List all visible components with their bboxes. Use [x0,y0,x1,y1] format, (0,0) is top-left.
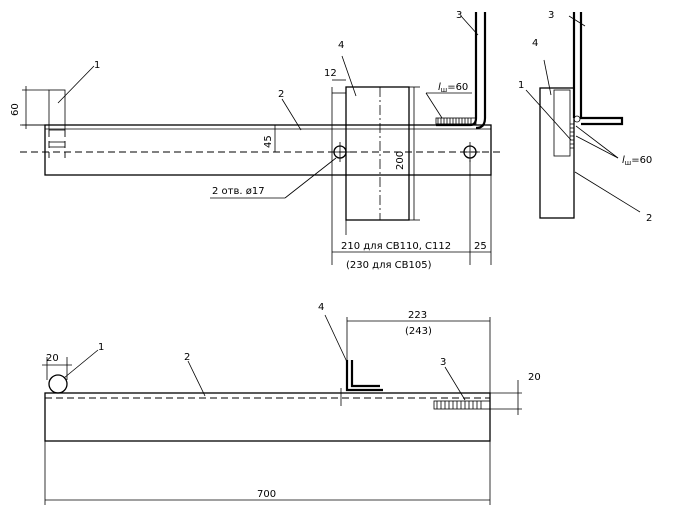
callout-3-top: 3 [456,10,462,21]
callout-4-side: 4 [532,38,538,49]
weld-l-top: l [438,82,441,93]
dim-700: 700 [257,489,276,500]
dim-20-left: 20 [46,353,59,364]
dim-230: (230 для СВ105) [346,260,432,271]
part-1-top [48,89,66,131]
dim-25: 25 [474,241,487,252]
angle-part-4-bottom [345,360,383,392]
dim-45: 45 [263,135,274,148]
dim-223: 223 [408,310,427,321]
callout-2-side: 2 [646,213,652,224]
callout-1-side: 1 [518,80,524,91]
callout-4-bottom: 4 [318,302,324,313]
dim-200: 200 [395,151,406,170]
callout-3-bottom: 3 [440,357,446,368]
holes-note: 2 отв. ø17 [212,186,265,197]
side-bar [539,87,575,219]
callout-1-bottom: 1 [98,342,104,353]
svg-text:lш=60: lш=60 [622,155,652,167]
callout-4-top: 4 [338,40,344,51]
dim-243: (243) [405,326,432,337]
angle-part-3-top [436,12,478,127]
angle-part-3-bottom [433,400,491,410]
callout-2-top: 2 [278,89,284,100]
side-view: 3 4 1 lш=60 2 [518,10,652,224]
dim-60-left: 60 [10,103,21,116]
dim-12: 12 [324,68,337,79]
svg-text:lш=60: lш=60 [438,82,468,94]
side-plate [553,89,571,157]
bottom-view: 20 1 2 4 223 (243) 3 20 700 [42,302,541,505]
callout-1-top: 1 [94,60,100,71]
bar-part-2-bottom [44,392,491,442]
callout-2-bottom: 2 [184,352,190,363]
part-1-round [48,374,68,394]
callout-3-side: 3 [548,10,554,21]
top-view: 60 12 200 45 2 отв. ø17 [10,10,500,271]
dim-210: 210 для СВ110, С112 [341,241,451,252]
weld-l-side: l [622,155,625,166]
bar-part-2-top [44,124,492,176]
dim-20-right: 20 [528,372,541,383]
